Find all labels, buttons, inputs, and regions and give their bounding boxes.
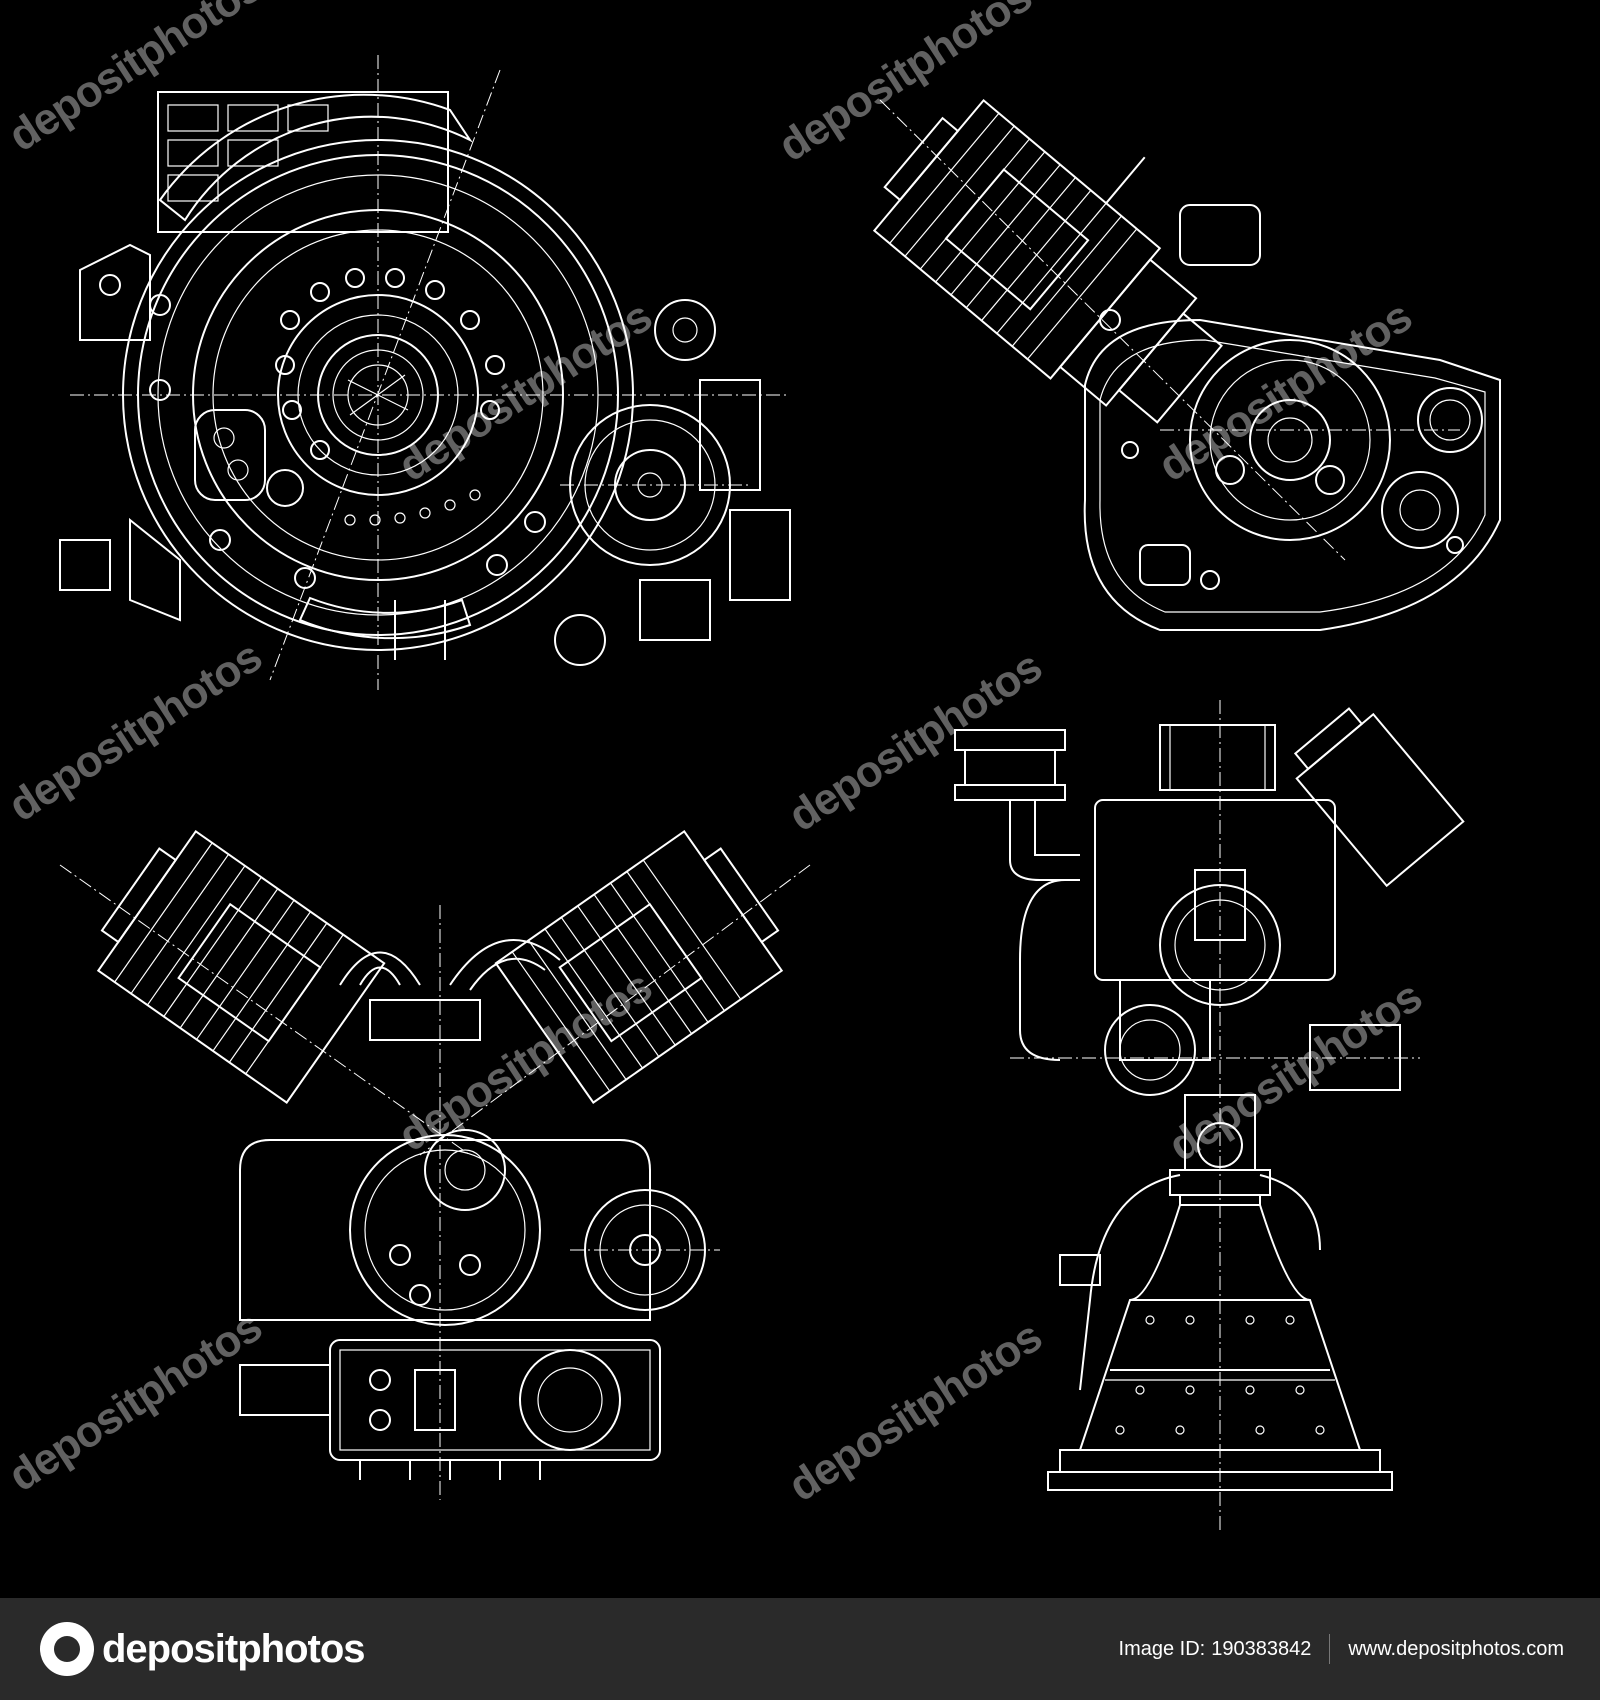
logo-text: depositphotos: [102, 1626, 366, 1671]
engine-drawings: [59, 55, 1501, 1530]
site-logo[interactable]: depositphotos: [40, 1622, 366, 1676]
image-id-value: 190383842: [1211, 1637, 1312, 1660]
blueprint-artwork: depositphotos depositphotos depositphoto…: [0, 0, 1501, 1530]
bottom-right-engine-drawing: [954, 700, 1465, 1530]
footer-bar: depositphotos Image ID: 190383842 www.de…: [0, 1598, 1600, 1700]
website-link[interactable]: www.depositphotos.com: [1348, 1637, 1564, 1660]
image-id-label: Image ID:: [1118, 1637, 1206, 1660]
divider: [1329, 1634, 1331, 1664]
bottom-left-engine-drawing: [59, 829, 811, 1500]
top-left-engine-drawing: [59, 55, 791, 690]
top-right-engine-drawing: [872, 98, 1501, 631]
image-meta: Image ID: 190383842 www.depositphotos.co…: [1119, 1634, 1564, 1664]
logo-icon: [40, 1622, 94, 1676]
